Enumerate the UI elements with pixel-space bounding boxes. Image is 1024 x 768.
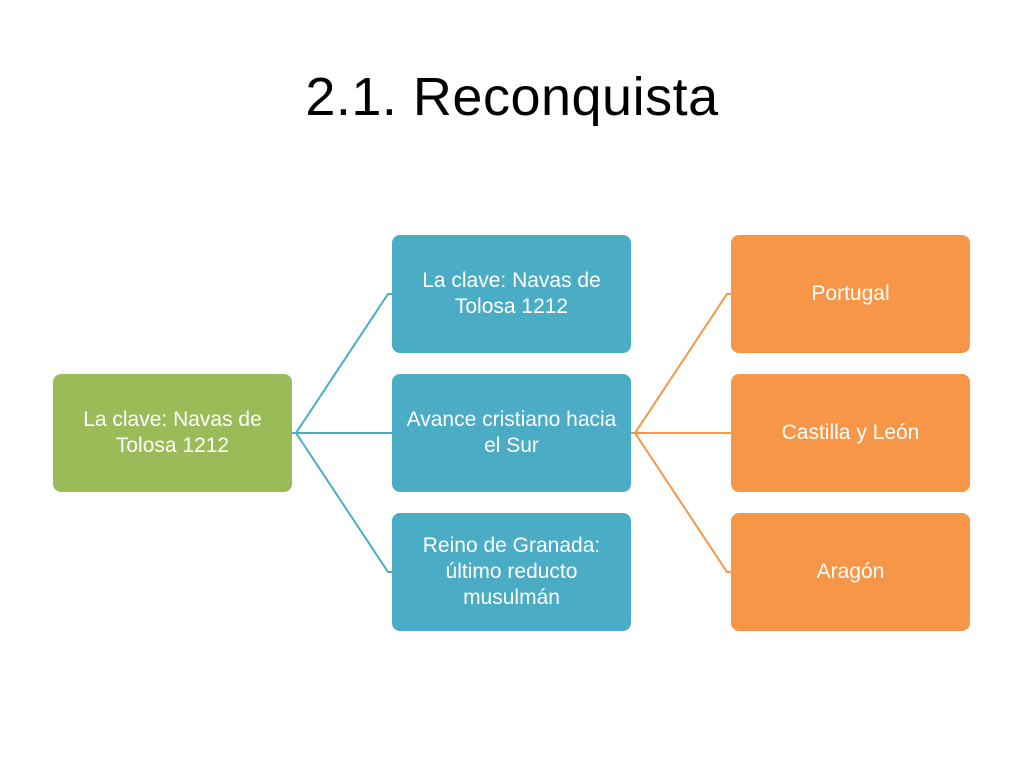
connector-root-to-branch-1 (292, 293, 392, 434)
sub-node-label: Portugal (811, 282, 890, 305)
sub-node-aragon[interactable]: Aragón (731, 513, 970, 631)
branch-node-label: Avance cristiano hacia el Sur (406, 408, 617, 457)
sub-node-castilla-y-leon[interactable]: Castilla y León (731, 374, 970, 492)
root-node[interactable]: La clave: Navas de Tolosa 1212 (53, 374, 292, 492)
connector-branch-to-portugal (631, 293, 731, 434)
slide-title: 2.1. Reconquista (305, 67, 719, 127)
branch-node-label: Reino de Granada: último reducto musulmá… (422, 534, 601, 609)
branch-node-granada[interactable]: Reino de Granada: último reducto musulmá… (392, 513, 631, 631)
connector-branch-to-aragon (631, 432, 731, 573)
sub-node-portugal[interactable]: Portugal (731, 235, 970, 353)
sub-node-label: Aragón (816, 560, 885, 583)
branch-node-navas[interactable]: La clave: Navas de Tolosa 1212 (392, 235, 631, 353)
connector-root-to-branch-3 (292, 432, 392, 573)
branch-node-avance[interactable]: Avance cristiano hacia el Sur (392, 374, 631, 492)
sub-node-label: Castilla y León (781, 421, 920, 444)
branch-node-label: La clave: Navas de Tolosa 1212 (422, 269, 601, 318)
root-node-label: La clave: Navas de Tolosa 1212 (83, 408, 262, 457)
